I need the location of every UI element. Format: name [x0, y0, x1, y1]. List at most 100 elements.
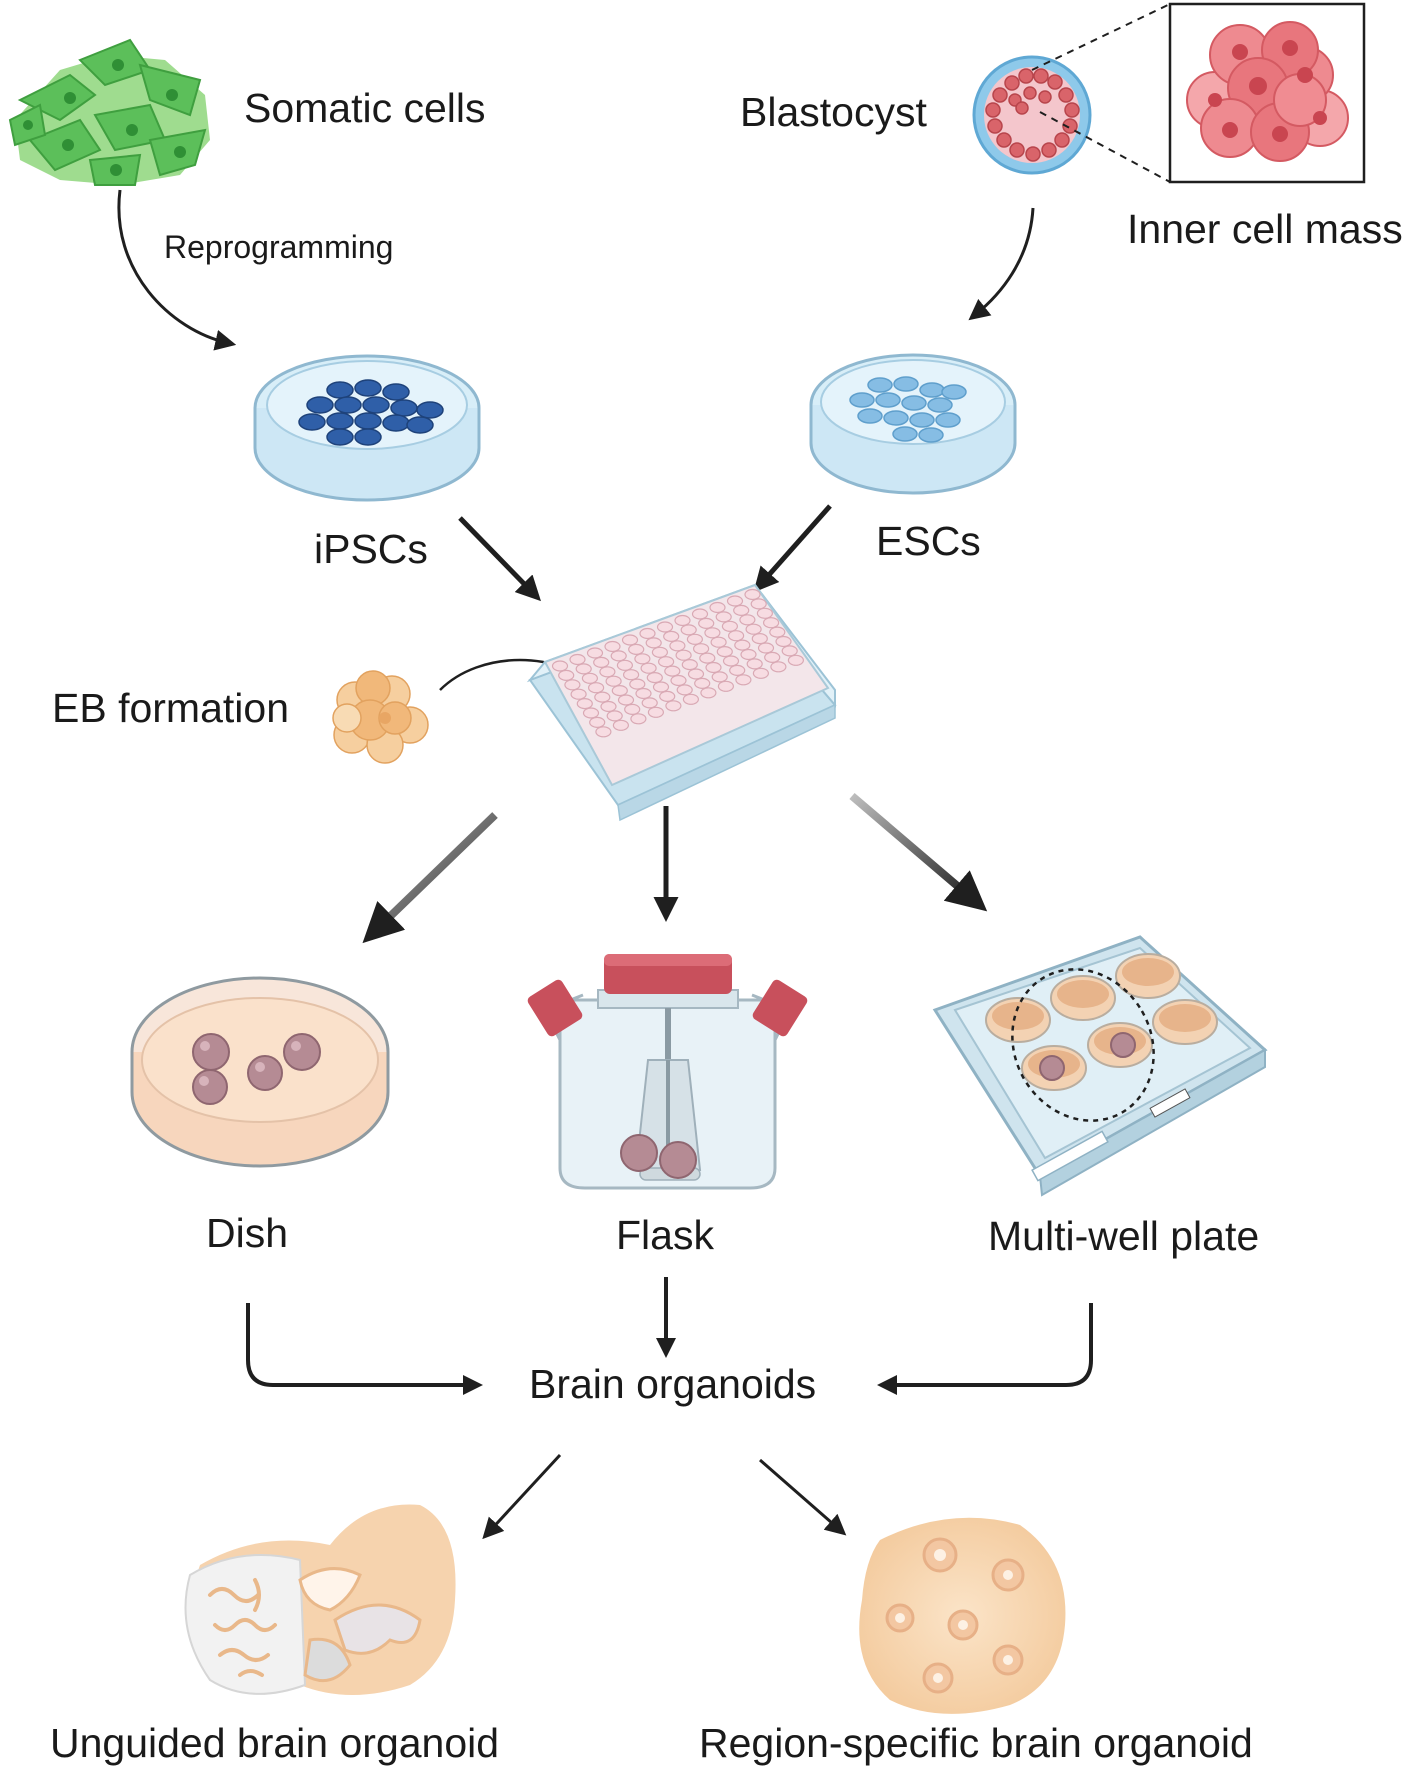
blastocyst-label: Blastocyst	[740, 89, 927, 135]
esc-to-plate-arrow	[753, 504, 832, 593]
plate-well	[624, 703, 641, 716]
plate-well	[628, 643, 645, 656]
plate-well	[600, 700, 617, 713]
plate-well	[687, 668, 705, 680]
plate-well	[757, 642, 775, 654]
plate-well	[641, 697, 658, 709]
blastocyst-to-esc-arrow	[968, 207, 1035, 321]
plate-well	[700, 687, 717, 699]
plate-well	[694, 677, 711, 690]
plate-well	[739, 614, 756, 626]
plate-well	[657, 656, 675, 668]
plate-well	[610, 650, 627, 662]
plate-well	[746, 658, 763, 670]
plate-well	[729, 664, 746, 677]
plate-well	[698, 617, 715, 630]
plate-well	[675, 649, 692, 661]
to-region-specific-arrow	[759, 1458, 847, 1536]
plate-well	[787, 654, 805, 666]
plate-well	[705, 661, 722, 674]
plate-well	[680, 624, 697, 636]
plate-well	[670, 674, 687, 687]
plate-to-multiwell-arrow	[849, 792, 988, 912]
plate-well	[711, 671, 728, 683]
spinner-flask	[527, 954, 808, 1190]
plate-well	[751, 632, 768, 645]
plate-well	[551, 660, 569, 672]
plate-well	[575, 663, 592, 675]
multiwell-plate	[932, 935, 1268, 1197]
plate-well	[593, 656, 610, 669]
plate-well	[611, 684, 628, 697]
plate-well	[665, 700, 682, 712]
96-well-plate	[526, 583, 837, 822]
esc-dish	[809, 353, 1017, 495]
plate-well	[762, 617, 780, 629]
plate-well	[604, 640, 621, 653]
plate-well	[587, 682, 605, 694]
to-unguided-arrow	[482, 1453, 562, 1540]
plate-well	[710, 636, 727, 648]
ipsc-to-plate-arrow	[458, 516, 541, 602]
flask-label: Flask	[616, 1212, 714, 1258]
plate-well	[564, 679, 581, 691]
region-specific-organoid-illustration	[859, 1517, 1066, 1714]
eb-formation-label: EB formation	[52, 685, 289, 731]
plate-well	[669, 640, 686, 652]
plate-well	[569, 653, 586, 666]
plate-well	[709, 601, 726, 614]
blastocyst-illustration	[972, 55, 1092, 175]
plate-well	[750, 598, 767, 610]
plate-well	[586, 647, 604, 659]
plate-well	[595, 726, 612, 738]
plate-well	[733, 604, 750, 617]
region-specific-label: Region-specific brain organoid	[699, 1720, 1253, 1766]
dish-label: Dish	[206, 1210, 288, 1256]
zoom-line-bottom	[1039, 111, 1171, 183]
plate-well	[664, 665, 681, 677]
multiwell-label: Multi-well plate	[988, 1213, 1259, 1259]
brain-organoids-label: Brain organoids	[529, 1361, 816, 1407]
plate-well	[727, 630, 745, 642]
plate-well	[582, 707, 600, 719]
culture-dish	[130, 976, 390, 1168]
plate-well	[617, 694, 635, 706]
plate-well	[756, 607, 774, 619]
plate-well	[726, 595, 744, 607]
reprogramming-arrow	[117, 189, 237, 351]
plate-well	[752, 667, 770, 679]
plate-well	[616, 659, 634, 671]
plate-well	[622, 669, 640, 681]
plate-well	[640, 662, 657, 674]
plate-well	[681, 658, 698, 671]
dish-to-organoids-arrow	[246, 1303, 483, 1395]
plate-well	[722, 655, 740, 667]
plate-well	[699, 652, 716, 664]
unguided-organoid-illustration	[184, 1504, 456, 1695]
plate-to-dish-arrow	[362, 812, 498, 944]
plate-well	[576, 697, 593, 710]
ipscs-label: iPSCs	[314, 526, 428, 572]
plate-well	[769, 626, 786, 638]
plate-well	[645, 637, 662, 649]
plate-well	[606, 710, 623, 722]
plate-well	[704, 627, 721, 639]
plate-well	[717, 680, 735, 692]
plate-well	[781, 645, 798, 657]
plate-well	[594, 691, 611, 703]
plate-well	[605, 675, 622, 687]
embryoid-body-illustration	[332, 670, 429, 764]
plate-well	[734, 639, 751, 651]
inner-cell-mass-label: Inner cell mass	[1127, 206, 1403, 252]
plate-well	[635, 687, 652, 700]
ipsc-dish	[253, 354, 481, 502]
plate-well	[674, 614, 691, 627]
plate-well	[652, 681, 670, 693]
inner-cell-mass-inset	[1168, 2, 1366, 184]
plate-well	[682, 693, 700, 705]
plate-well	[764, 651, 781, 664]
plate-well	[721, 620, 739, 632]
plate-well	[659, 690, 676, 703]
plate-well	[646, 671, 663, 684]
somatic-cells-illustration	[8, 38, 210, 186]
